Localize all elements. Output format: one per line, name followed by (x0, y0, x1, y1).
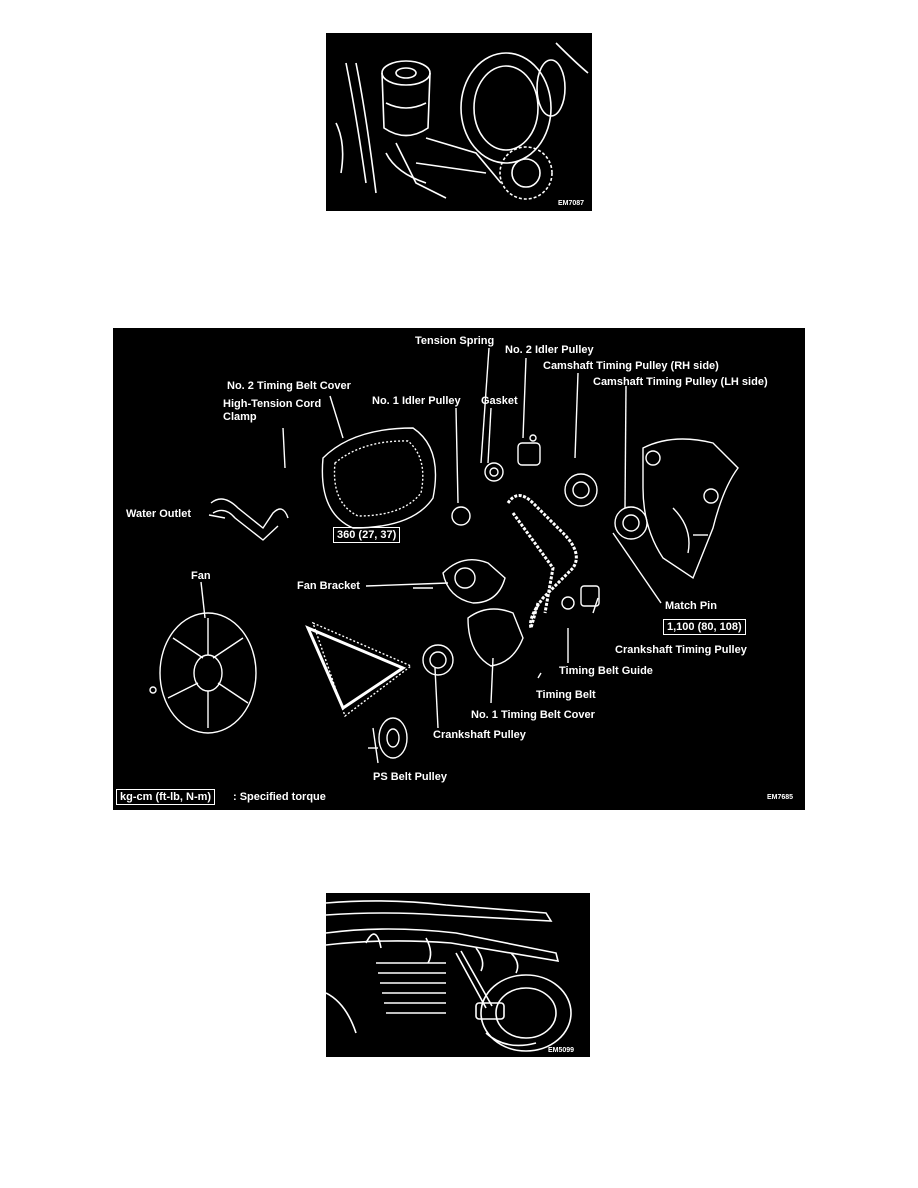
label-match-pin: Match Pin (665, 600, 717, 612)
figure-code: EM7685 (767, 794, 794, 801)
label-crankshaft-pulley: Crankshaft Pulley (433, 729, 526, 741)
legend-torque-unit: kg-cm (ft-lb, N-m) (116, 789, 216, 805)
engine-top-illustration (335, 42, 589, 200)
label-no1-timing-belt-cover: No. 1 Timing Belt Cover (471, 709, 595, 721)
label-camshaft-lh: Camshaft Timing Pulley (LH side) (593, 376, 768, 388)
figure-code: EM7087 (558, 200, 585, 207)
legend-torque-text: : Specified torque (233, 791, 326, 803)
figure-bottom: EM5099 (326, 893, 590, 1057)
label-clamp: Clamp (223, 411, 257, 423)
figure-main: Tension Spring No. 2 Idler Pulley Camsha… (113, 328, 805, 810)
label-crankshaft-timing-pulley: Crankshaft Timing Pulley (615, 644, 747, 656)
figure-code: EM5099 (548, 1047, 575, 1054)
timing-belt-exploded-view (149, 347, 739, 764)
label-timing-belt-guide: Timing Belt Guide (559, 665, 653, 677)
label-water-outlet: Water Outlet (126, 508, 191, 520)
label-no2-timing-belt-cover: No. 2 Timing Belt Cover (227, 380, 351, 392)
torque-spec-1100: 1,100 (80, 108) (663, 619, 746, 635)
label-camshaft-rh: Camshaft Timing Pulley (RH side) (543, 360, 719, 372)
label-high-tension-cord: High-Tension Cord (223, 398, 322, 410)
label-gasket: Gasket (481, 395, 518, 407)
torque-spec-360: 360 (27, 37) (333, 527, 401, 543)
label-no1-idler-pulley: No. 1 Idler Pulley (372, 395, 461, 407)
label-fan-bracket: Fan Bracket (297, 580, 360, 592)
label-no2-idler-pulley: No. 2 Idler Pulley (505, 344, 594, 356)
figure-top: EM7087 (326, 33, 592, 211)
engine-bottom-illustration (326, 900, 572, 1052)
label-timing-belt: Timing Belt (536, 689, 596, 701)
label-ps-belt-pulley: PS Belt Pulley (373, 771, 447, 783)
label-fan: Fan (191, 570, 211, 582)
label-tension-spring: Tension Spring (415, 335, 495, 347)
